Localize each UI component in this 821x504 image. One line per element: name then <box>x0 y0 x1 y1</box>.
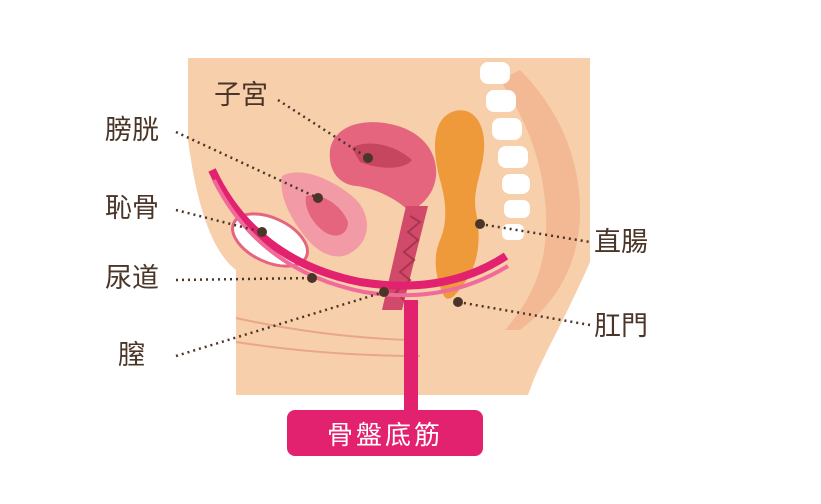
label-pubic-bone: 恥骨 <box>105 193 159 224</box>
body-silhouette <box>188 58 590 395</box>
rectum-shape <box>435 110 485 299</box>
bladder-inner <box>305 195 348 236</box>
anchor-dots <box>257 153 485 307</box>
pelvic-floor-label-text: 骨盤底筋 <box>326 420 443 451</box>
pelvic-floor-label: 骨盤底筋 <box>287 410 483 456</box>
pelvic-floor-pointer <box>404 300 418 410</box>
label-bladder: 膀胱 <box>105 115 159 146</box>
leader-lines <box>175 98 591 358</box>
thigh-crease <box>235 317 411 341</box>
pelvic-floor-muscle <box>208 168 509 290</box>
buttock-shadow <box>500 70 580 330</box>
spine <box>480 62 530 240</box>
label-rectum: 直腸 <box>594 227 648 258</box>
label-urethra: 尿道 <box>105 263 159 294</box>
pelvic-floor-muscle-2 <box>212 179 510 298</box>
label-vagina: 膣 <box>118 340 145 371</box>
thigh-crease-2 <box>235 341 421 357</box>
label-anus: 肛門 <box>594 311 648 342</box>
label-uterus: 子宮 <box>214 80 268 111</box>
